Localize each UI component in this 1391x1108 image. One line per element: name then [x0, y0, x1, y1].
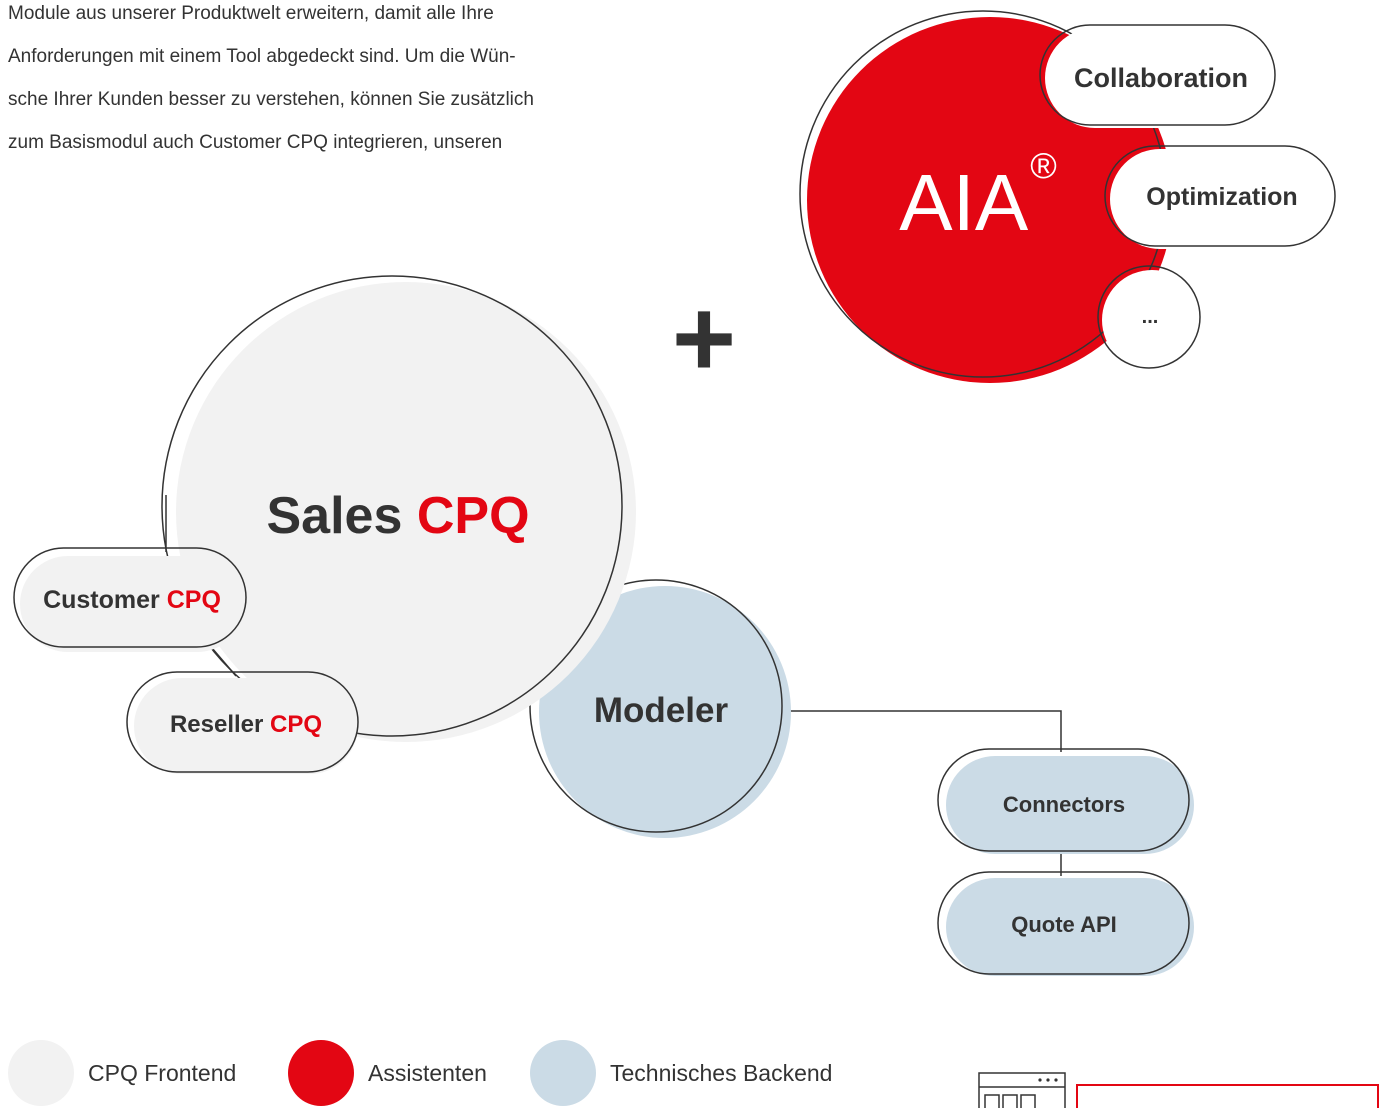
intro-line: sche Ihrer Kunden besser zu verstehen, k… — [8, 89, 534, 110]
module-more[interactable]: ... — [1097, 265, 1202, 370]
legend-item-frontend: CPQ Frontend — [8, 1040, 236, 1106]
legend-swatch-backend — [530, 1040, 596, 1106]
customer-cpq-pill[interactable]: Customer CPQ — [13, 547, 247, 652]
legend-label: Assistenten — [368, 1059, 487, 1086]
svg-text:Collaboration: Collaboration — [1074, 63, 1248, 93]
legend-swatch-frontend — [8, 1040, 74, 1106]
quote-api-pill[interactable]: Quote API — [937, 871, 1194, 976]
svg-text:Connectors: Connectors — [1003, 792, 1125, 817]
modeler-circle[interactable]: Modeler — [529, 579, 791, 838]
legend-item-backend: Technisches Backend — [530, 1040, 832, 1106]
intro-line: Module aus unserer Produktwelt erweitern… — [8, 3, 494, 24]
plus-sign: + — [672, 277, 736, 400]
module-optimization[interactable]: Optimization — [1104, 145, 1336, 249]
legend-label: CPQ Frontend — [88, 1059, 237, 1086]
window-icon — [978, 1072, 1066, 1108]
legend-item-assistenten: Assistenten — [288, 1040, 487, 1106]
connectors-pill[interactable]: Connectors — [937, 748, 1194, 854]
sales-cpq-circle[interactable]: Sales CPQ — [161, 275, 636, 742]
svg-text:Quote API: Quote API — [1011, 912, 1117, 937]
module-collaboration[interactable]: Collaboration — [1039, 24, 1277, 128]
intro-line: Anforderungen mit einem Tool abgedeckt s… — [8, 46, 516, 67]
connector-modeler-connectors — [782, 710, 1062, 752]
aia-label: AIA® — [899, 145, 1056, 247]
svg-text:Reseller CPQ: Reseller CPQ — [170, 711, 322, 738]
svg-text:Modeler: Modeler — [594, 691, 729, 730]
intro-paragraph: Module aus unserer Produktwelt erweitern… — [8, 0, 668, 164]
svg-text:...: ... — [1142, 306, 1159, 328]
legend-label: Technisches Backend — [610, 1059, 833, 1086]
legend-swatch-assistenten — [288, 1040, 354, 1106]
reseller-cpq-pill[interactable]: Reseller CPQ — [126, 671, 359, 774]
svg-text:Customer CPQ: Customer CPQ — [43, 586, 221, 614]
intro-line: zum Basismodul auch Customer CPQ integri… — [8, 132, 503, 153]
red-frame-line — [1076, 1084, 1379, 1108]
svg-text:Optimization: Optimization — [1146, 183, 1297, 211]
sales-cpq-label: Sales CPQ — [266, 487, 529, 545]
